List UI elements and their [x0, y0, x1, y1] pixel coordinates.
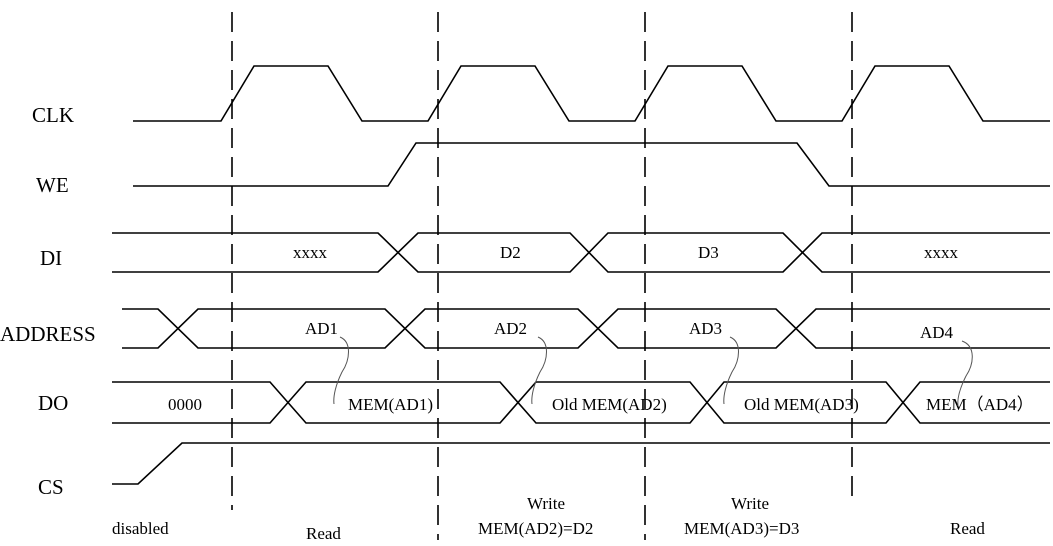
signal-label-we: WE	[36, 173, 69, 197]
do-value-mem-ad4: MEM（AD4）	[926, 395, 1034, 414]
address-bus-upper	[122, 308, 1050, 349]
phase-label-read-2: Read	[950, 519, 985, 538]
arrow-ad4-icon	[957, 340, 973, 407]
phase-label-write-2-detail: MEM(AD3)=D3	[684, 519, 799, 538]
phase-label-write-1-detail: MEM(AD2)=D2	[478, 519, 593, 538]
we-waveform	[133, 142, 1050, 187]
di-value-xxxx-2: xxxx	[924, 243, 959, 262]
do-value-mem-ad1: MEM(AD1)	[348, 395, 433, 414]
cs-waveform	[112, 442, 1050, 485]
signal-label-di: DI	[40, 246, 62, 270]
address-bus	[122, 308, 1050, 349]
di-value-d2: D2	[500, 243, 521, 262]
do-value-old-mem-ad2: Old MEM(AD2)	[552, 395, 667, 414]
arrow-ad2-icon	[531, 336, 547, 405]
arrow-ad3-icon	[723, 336, 739, 405]
do-value-old-mem-ad3: Old MEM(AD3)	[744, 395, 859, 414]
do-bus	[112, 381, 1050, 424]
phase-label-read-1: Read	[306, 524, 341, 543]
clk-waveform	[133, 65, 1050, 122]
address-value-ad1: AD1	[305, 319, 338, 338]
di-bus-lower	[112, 232, 1050, 273]
address-bus-lower	[122, 308, 1050, 349]
address-value-ad4: AD4	[920, 323, 954, 342]
signal-label-do: DO	[38, 391, 68, 415]
cycle-boundaries	[231, 12, 853, 540]
phase-label-disabled: disabled	[112, 519, 169, 538]
di-bus	[112, 232, 1050, 273]
di-value-xxxx-1: xxxx	[293, 243, 328, 262]
signal-labels: CLK WE DI ADDRESS DO CS	[0, 103, 96, 499]
phase-label-write-2: Write	[731, 494, 769, 513]
address-to-output-arrows	[333, 336, 973, 407]
signal-label-cs: CS	[38, 475, 64, 499]
signal-label-address: ADDRESS	[0, 322, 96, 346]
do-bus-lower	[112, 381, 1050, 424]
phase-label-write-1: Write	[527, 494, 565, 513]
signal-label-clk: CLK	[32, 103, 74, 127]
di-bus-upper	[112, 232, 1050, 273]
di-value-d3: D3	[698, 243, 719, 262]
arrow-ad1-icon	[333, 336, 349, 405]
do-value-0000: 0000	[168, 395, 202, 414]
address-value-ad3: AD3	[689, 319, 722, 338]
phase-labels: disabled Read Write MEM(AD2)=D2 Write ME…	[112, 494, 985, 543]
address-value-ad2: AD2	[494, 319, 527, 338]
